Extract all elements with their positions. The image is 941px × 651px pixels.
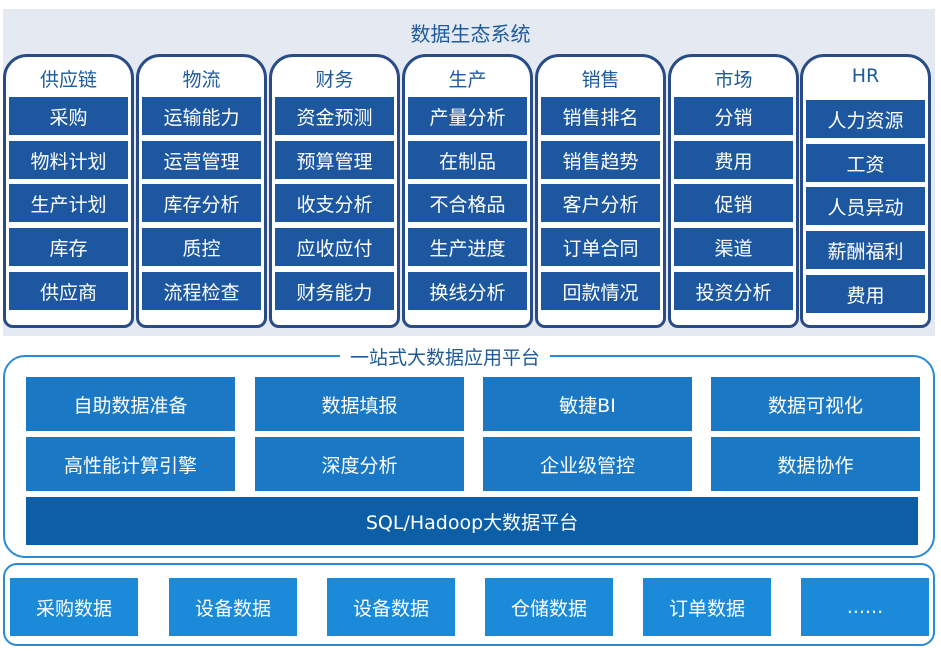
domain-column-6: HR 人力资源工资人员异动薪酬福利费用	[800, 54, 931, 328]
column-item: 供应商	[9, 272, 128, 310]
domain-column-1: 物流运输能力运营管理库存分析质控流程检查	[136, 54, 267, 328]
column-item: 收支分析	[275, 184, 394, 222]
column-item: 流程检查	[142, 272, 261, 310]
column-title: 生产	[448, 69, 487, 91]
column-title: 物流	[182, 69, 221, 91]
column-item: 渠道	[674, 228, 793, 266]
domain-column-0: 供应链采购物料计划生产计划库存供应商	[3, 54, 134, 328]
column-item: 财务能力	[275, 272, 394, 310]
platform-module: 企业级管控	[483, 437, 692, 491]
column-item: 不合格品	[408, 184, 527, 222]
column-item: 预算管理	[275, 141, 394, 179]
column-title: HR	[851, 65, 880, 87]
column-item: 分销	[674, 97, 793, 135]
ecosystem-title: 数据生态系统	[410, 22, 531, 46]
data-source: 订单数据	[643, 578, 771, 636]
column-item: 应收应付	[275, 228, 394, 266]
column-item: 销售趋势	[541, 141, 660, 179]
column-title: 销售	[581, 69, 620, 91]
platform-module: 数据填报	[255, 377, 464, 431]
column-title: 供应链	[39, 69, 97, 91]
column-item: 运营管理	[142, 141, 261, 179]
column-item: 库存分析	[142, 184, 261, 222]
column-item: 质控	[142, 228, 261, 266]
platform-module: 数据协作	[711, 437, 920, 491]
domain-column-4: 销售销售排名销售趋势客户分析订单合同回款情况	[535, 54, 666, 328]
column-item: 人员异动	[806, 187, 925, 225]
column-title: 财务	[315, 69, 354, 91]
column-item: 订单合同	[541, 228, 660, 266]
column-item: 工资	[806, 144, 925, 182]
data-source: 设备数据	[169, 578, 297, 636]
column-item: 资金预测	[275, 97, 394, 135]
column-item: 客户分析	[541, 184, 660, 222]
data-source: 采购数据	[10, 578, 138, 636]
domain-column-5: 市场分销费用促销渠道投资分析	[668, 54, 799, 328]
data-sources-panel	[3, 563, 935, 646]
column-item: 促销	[674, 184, 793, 222]
column-item: 生产进度	[408, 228, 527, 266]
domain-column-2: 财务资金预测预算管理收支分析应收应付财务能力	[269, 54, 400, 328]
column-item: 人力资源	[806, 100, 925, 138]
column-item: 采购	[9, 97, 128, 135]
column-item: 产量分析	[408, 97, 527, 135]
platform-module: 高性能计算引擎	[26, 437, 235, 491]
data-source: ......	[801, 578, 929, 636]
platform-module: 数据可视化	[711, 377, 920, 431]
column-item: 换线分析	[408, 272, 527, 310]
column-item: 投资分析	[674, 272, 793, 310]
platform-module: 自助数据准备	[26, 377, 235, 431]
column-item: 费用	[806, 275, 925, 313]
column-item: 在制品	[408, 141, 527, 179]
column-item: 物料计划	[9, 141, 128, 179]
column-item: 费用	[674, 141, 793, 179]
platform-module: 敏捷BI	[483, 377, 692, 431]
data-source: 仓储数据	[485, 578, 613, 636]
platform-module: 深度分析	[255, 437, 464, 491]
platform-title: 一站式大数据应用平台	[340, 343, 551, 370]
sql-hadoop-platform: SQL/Hadoop大数据平台	[26, 497, 918, 545]
column-item: 库存	[9, 228, 128, 266]
column-item: 运输能力	[142, 97, 261, 135]
domain-column-3: 生产产量分析在制品不合格品生产进度换线分析	[402, 54, 533, 328]
column-title: 市场	[714, 69, 753, 91]
column-item: 销售排名	[541, 97, 660, 135]
data-source: 设备数据	[327, 578, 455, 636]
column-item: 薪酬福利	[806, 231, 925, 269]
column-item: 回款情况	[541, 272, 660, 310]
column-item: 生产计划	[9, 184, 128, 222]
